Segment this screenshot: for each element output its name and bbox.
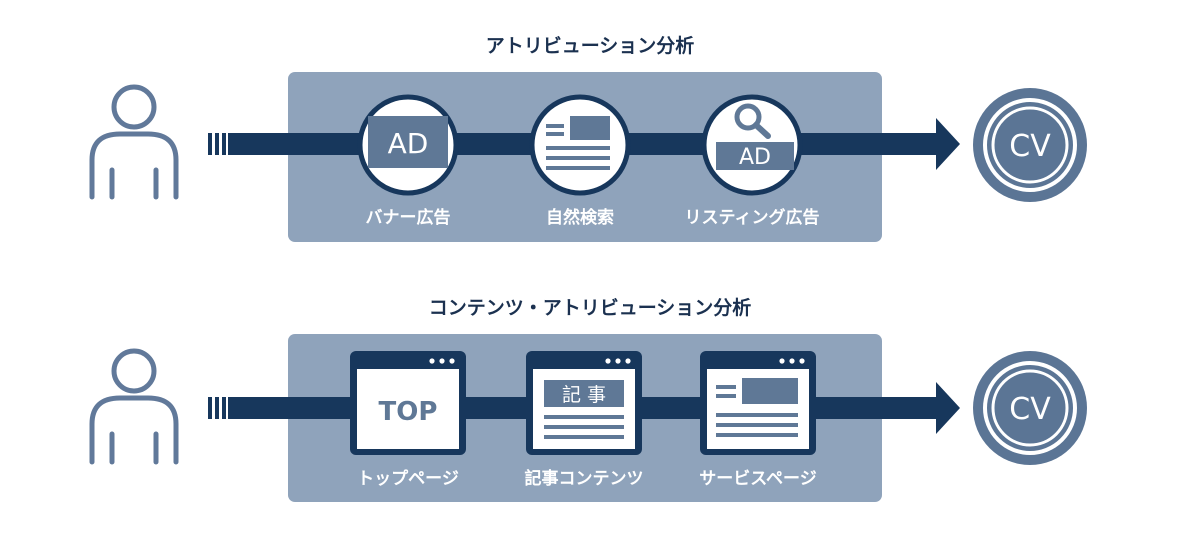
- flow-arrow-head: [936, 118, 960, 170]
- item-label-natural-search: 自然検索: [546, 207, 614, 228]
- user-person-icon: [89, 348, 179, 465]
- banner-ad-icon-text: AD: [388, 127, 429, 160]
- cv-goal-icon: CV: [973, 351, 1087, 465]
- service-page-window-icon: [700, 351, 816, 455]
- item-label-listing-ad: リスティング広告: [685, 207, 820, 228]
- listing-ad-icon-text: AD: [739, 145, 771, 170]
- arrow-tail-stripes: [208, 397, 226, 419]
- top-page-window-icon-text: TOP: [379, 397, 438, 427]
- article-window-icon-text: 記 事: [562, 384, 606, 406]
- item-label-service-page: サービスページ: [699, 469, 816, 489]
- arrow-tail-stripes: [208, 133, 226, 155]
- cv-goal-text: CV: [1009, 129, 1051, 164]
- user-person-icon: [89, 84, 179, 200]
- listing-ad-icon: AD: [701, 94, 803, 196]
- top-page-window-icon: TOP: [350, 351, 466, 455]
- cv-goal-icon: CV: [973, 88, 1087, 202]
- section-1-title: アトリビューション分析: [486, 34, 695, 57]
- item-label-article-content: 記事コンテンツ: [525, 468, 644, 489]
- flow-arrow-head: [936, 382, 960, 434]
- article-window-icon: 記 事: [526, 351, 642, 455]
- natural-search-icon: [529, 94, 631, 196]
- banner-ad-icon: AD: [357, 94, 459, 196]
- item-label-top-page: トップページ: [357, 468, 459, 489]
- section-2-title: コンテンツ・アトリビューション分析: [429, 296, 752, 319]
- cv-goal-text: CV: [1009, 392, 1051, 427]
- item-label-banner-ad: バナー広告: [366, 207, 451, 228]
